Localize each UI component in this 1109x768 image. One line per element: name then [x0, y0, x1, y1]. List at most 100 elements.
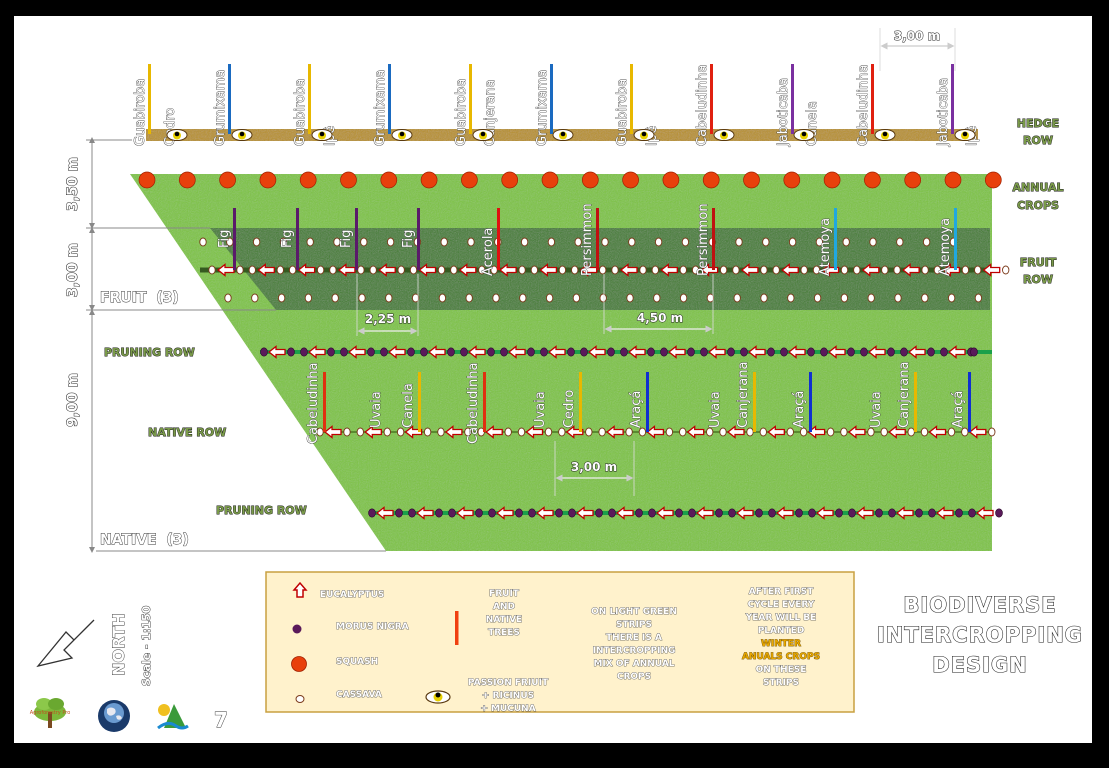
fruit-tree-label: Fig	[339, 230, 354, 248]
morus-dot	[367, 347, 375, 357]
cassava-dot	[840, 265, 849, 275]
eucalyptus-arrow-icon	[827, 345, 846, 359]
hedge-plant-label: Guabiroba	[133, 79, 148, 146]
cassava-dot	[279, 237, 288, 247]
squash-circle	[662, 171, 680, 189]
cassava-dot	[920, 427, 929, 437]
svg-text:Agroforestry Pro: Agroforestry Pro	[30, 710, 71, 716]
cassava-dot	[467, 237, 475, 247]
cassava-dot	[628, 237, 636, 247]
eucalyptus-arrow-icon	[347, 345, 366, 359]
cassava-dot	[961, 427, 969, 437]
morus-dot	[527, 347, 535, 357]
morus-dot	[368, 508, 376, 518]
legend-cassava: CASSAVA	[336, 690, 382, 700]
native-tree-line	[579, 372, 582, 432]
hedge-tree-line	[308, 64, 311, 134]
cassava-dot	[626, 293, 634, 303]
cassava-dot	[396, 427, 405, 437]
morus-dot	[795, 508, 803, 518]
morus-dot	[860, 347, 868, 357]
eucalyptus-arrow-icon	[323, 425, 342, 439]
morus-dot	[688, 508, 696, 518]
morus-dot	[808, 508, 816, 518]
squash-circle	[178, 171, 196, 189]
hedge-plant-label: Cabeludinha	[695, 65, 710, 146]
eucalyptus-arrow-icon	[861, 263, 880, 277]
passion-fruit-eye-icon	[713, 129, 735, 141]
morus-dot	[968, 508, 976, 518]
passion-fruit-eye-icon	[472, 129, 494, 141]
passion-fruit-eye-icon	[425, 690, 451, 704]
title-line-3: DESIGN	[932, 653, 1028, 677]
native-row-label: NATIVE ROW	[148, 426, 226, 439]
legend-winter-note-line: PLANTED	[758, 626, 805, 636]
annual-crops-label-2: CROPS	[1017, 199, 1059, 212]
eucalyptus-arrow-icon	[982, 263, 1001, 277]
cassava-dot	[236, 265, 244, 275]
legend-squash: SQUASH	[336, 657, 378, 667]
native-tree-label: Araçá	[629, 391, 644, 428]
morus-dot	[928, 508, 936, 518]
side-dimensions	[86, 137, 386, 553]
passion-fruit-eye-icon	[633, 129, 655, 141]
eucalyptus-arrow-icon	[458, 263, 477, 277]
legend-trees-4: TREES	[488, 628, 520, 638]
cassava-dot	[598, 427, 606, 437]
morus-dot	[528, 508, 536, 518]
eucalyptus-arrow-icon	[455, 506, 474, 520]
legend-winter-note-line: CYCLE EVERY	[748, 600, 815, 610]
eucalyptus-arrow-icon	[815, 506, 834, 520]
morus-dot	[660, 347, 668, 357]
morus-dot	[380, 347, 388, 357]
cassava-dot	[519, 293, 527, 303]
globe-logo	[98, 700, 130, 732]
squash-circle	[380, 171, 398, 189]
squash-circle	[501, 171, 519, 189]
morus-dot	[568, 508, 576, 518]
squash-circle	[581, 171, 599, 189]
cassava-dot	[733, 293, 741, 303]
morus-dot	[647, 347, 655, 357]
morus-dot	[608, 508, 616, 518]
eucalyptus-arrow-icon	[547, 345, 566, 359]
morus-dot	[687, 347, 695, 357]
legend-winter-highlight: ANUALS CROPS	[742, 652, 820, 662]
cassava-dot	[907, 427, 915, 437]
eucalyptus-arrow-icon	[565, 425, 584, 439]
eucalyptus-arrow-icon	[378, 263, 396, 277]
cassava-dot	[464, 427, 472, 437]
fruit-row-label-2: ROW	[1023, 273, 1053, 286]
hedge-plant-label: Grumixama	[213, 70, 228, 146]
cassava-dot	[518, 265, 526, 275]
cassava-dot	[276, 265, 284, 275]
morus-dot	[515, 508, 523, 518]
cassava-dot	[893, 265, 901, 275]
title-line-1: BIODIVERSE	[903, 593, 1056, 617]
hedge-tree-line	[871, 64, 874, 134]
fruit-tree-line	[355, 208, 358, 270]
legend-passion-2: + RICINUS	[482, 691, 534, 701]
fruit-tree-label: Atemoya	[818, 218, 833, 276]
legend-strips-note-line: ON LIGHT GREEN	[591, 607, 677, 617]
legend-eucalyptus: EUCALYPTUS	[320, 590, 384, 600]
cassava-dot	[611, 265, 619, 275]
native-tree-label: Araçá	[951, 391, 966, 428]
morus-dot	[740, 347, 748, 357]
cassava-dot	[277, 293, 286, 303]
eucalyptus-arrow-icon	[787, 345, 806, 359]
hedge-tree-line	[228, 64, 231, 134]
hedge-spacing-dim: 3,00 m	[879, 28, 956, 71]
squash-circle	[541, 171, 559, 189]
eucalyptus-arrow-icon	[767, 425, 785, 439]
cassava-dot	[894, 293, 902, 303]
cassava-dot	[517, 427, 526, 437]
cassava-dot	[896, 237, 904, 247]
cassava-dot	[880, 427, 888, 437]
morus-dot	[327, 347, 335, 357]
passion-fruit-eye-icon	[954, 129, 976, 141]
cassava-dot	[812, 265, 821, 275]
hedge-tree-line	[388, 64, 391, 134]
squash-circle-icon	[291, 656, 307, 672]
fruit-tree-line	[233, 208, 236, 270]
